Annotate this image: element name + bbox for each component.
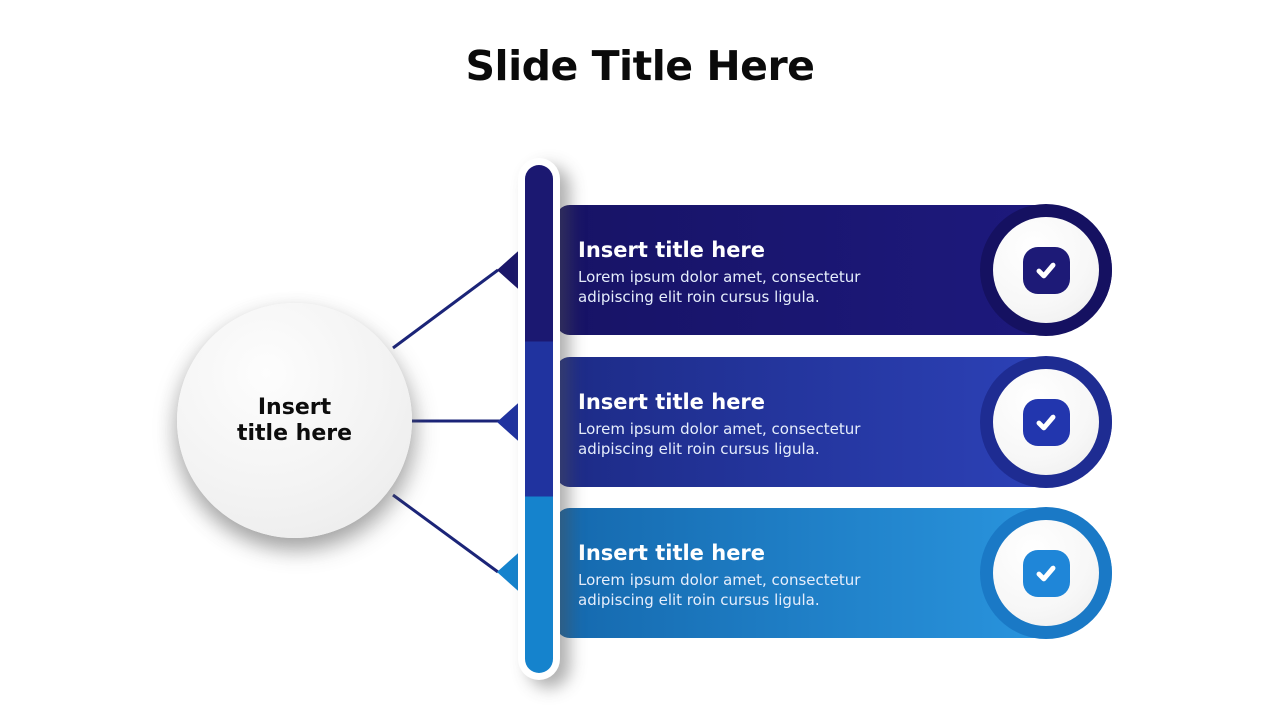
connector-line-1 — [392, 268, 499, 350]
center-topic-circle: Insert title here — [177, 303, 412, 538]
center-topic-label: Insert title here — [236, 394, 353, 446]
row-badge — [980, 356, 1112, 488]
list-item-3: Insert title here Lorem ipsum dolor amet… — [556, 507, 1112, 639]
row-badge — [980, 204, 1112, 336]
row-badge — [980, 507, 1112, 639]
check-icon — [1036, 262, 1056, 279]
slide-title: Slide Title Here — [465, 42, 815, 90]
list-item-1: Insert title here Lorem ipsum dolor amet… — [556, 204, 1112, 336]
row-body: Lorem ipsum dolor amet, consectetur adip… — [578, 571, 861, 609]
check-icon — [1036, 565, 1056, 582]
row-title: Insert title here — [578, 238, 766, 262]
row-body: Lorem ipsum dolor amet, consectetur adip… — [578, 420, 861, 458]
row-body: Lorem ipsum dolor amet, consectetur adip… — [578, 268, 861, 306]
timeline-bar-fill — [525, 165, 553, 673]
check-icon — [1036, 414, 1056, 431]
row-title: Insert title here — [578, 541, 766, 565]
row-title: Insert title here — [578, 390, 766, 414]
connector-line-3 — [392, 493, 499, 574]
list-item-2: Insert title here Lorem ipsum dolor amet… — [556, 356, 1112, 488]
timeline-bar — [518, 158, 560, 680]
